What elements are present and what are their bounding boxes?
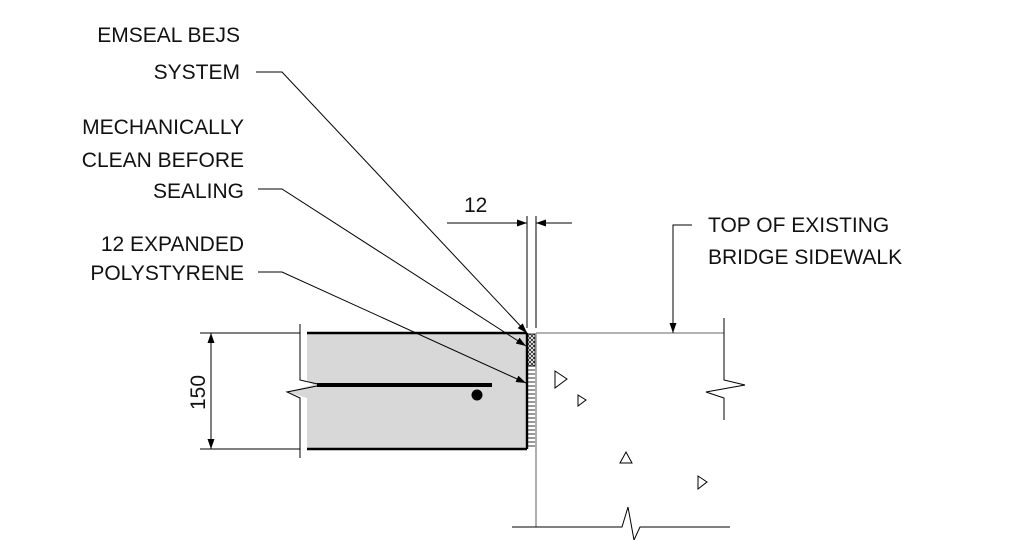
sidewalk-right-break-line [705, 318, 746, 420]
clean-label-line3: SEALING [153, 180, 244, 203]
gap-width-value: 12 [464, 194, 487, 217]
emseal-bejs-seal [526, 333, 536, 367]
sidewalk-bottom-break-line [512, 506, 730, 540]
existing-bridge-sidewalk [512, 318, 746, 540]
slab-depth-value: 150 [187, 375, 210, 410]
slab-fill [287, 333, 527, 449]
top-label-line1: TOP OF EXISTING [708, 214, 889, 237]
new-concrete-slab [285, 324, 529, 458]
polystyrene-callout: 12 EXPANDED POLYSTYRENE [90, 233, 527, 384]
eps-label-line1: 12 EXPANDED [101, 233, 244, 256]
top-of-sidewalk-callout: TOP OF EXISTING BRIDGE SIDEWALK [669, 214, 902, 333]
slab-break-line [285, 324, 323, 458]
eps-label-line2: POLYSTYRENE [90, 262, 244, 285]
gap-width-dimension: 12 [447, 194, 572, 328]
emseal-callout: EMSEAL BEJS SYSTEM [97, 24, 528, 334]
slab-depth-dimension: 150 [187, 332, 300, 450]
rebar-end-dot [471, 389, 483, 401]
clean-label-line1: MECHANICALLY [82, 116, 244, 139]
emseal-label-line2: SYSTEM [154, 61, 240, 84]
top-label-line2: BRIDGE SIDEWALK [708, 246, 902, 269]
emseal-label-line1: EMSEAL BEJS [97, 24, 240, 47]
expanded-polystyrene-filler [527, 366, 535, 449]
clean-before-sealing-callout: MECHANICALLY CLEAN BEFORE SEALING [82, 116, 527, 347]
clean-label-line2: CLEAN BEFORE [82, 149, 244, 172]
